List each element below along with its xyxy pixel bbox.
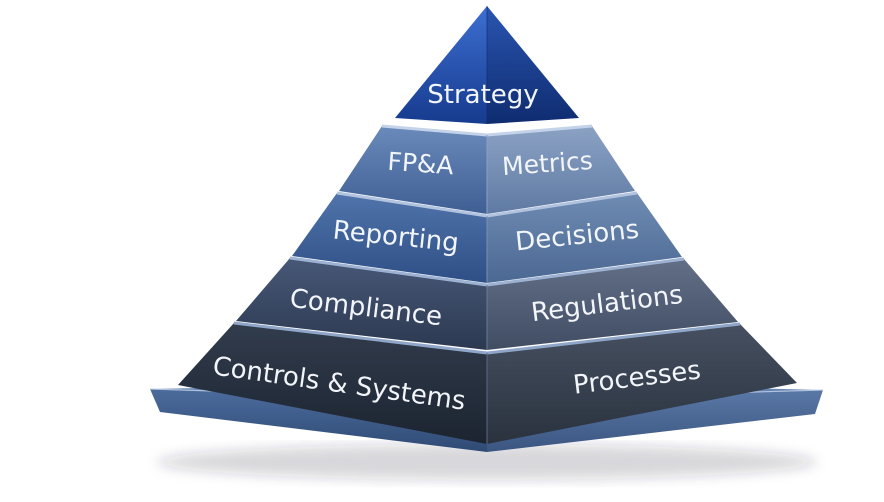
- tier-2: [292, 191, 682, 283]
- tier-1: [339, 124, 635, 214]
- tier-1-right-face: [487, 126, 635, 214]
- tier-3: [236, 256, 738, 350]
- ground-shadow: [157, 444, 817, 480]
- tier-3-right-face: [487, 259, 738, 350]
- tier-2-right-face: [487, 193, 682, 283]
- apex-left-face: [395, 6, 487, 124]
- tier-3-left-face: [236, 258, 487, 350]
- label-metrics: Metrics: [501, 146, 594, 181]
- tier-4-left-face: [178, 323, 487, 444]
- tier-4-right-face: [487, 324, 797, 444]
- tier-apex: [395, 6, 579, 124]
- tier-4: [178, 321, 797, 444]
- apex-right-face: [487, 6, 579, 124]
- tier-2-left-face: [292, 193, 487, 283]
- label-strategy: Strategy: [427, 80, 538, 110]
- label-fpa: FP&A: [387, 147, 455, 181]
- tier-1-left-face: [339, 126, 487, 214]
